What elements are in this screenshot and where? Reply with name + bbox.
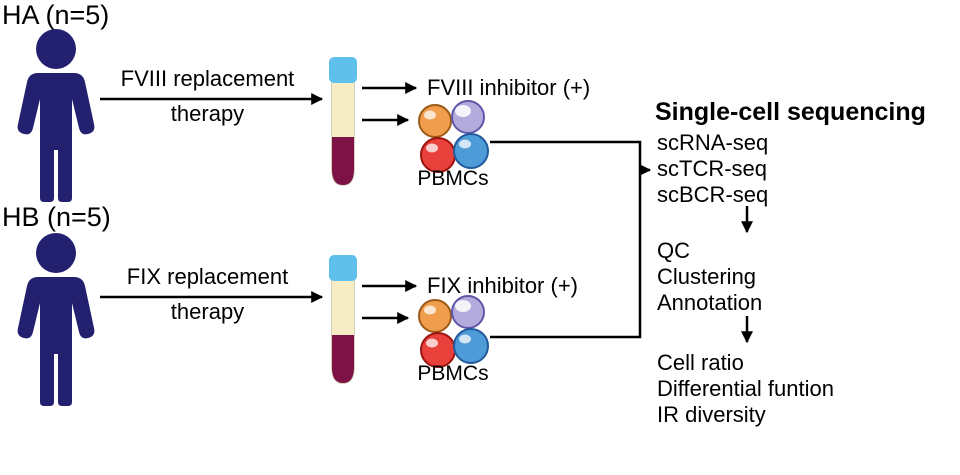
pipeline-step-qc: QC [657,238,690,263]
arrow-layer [100,82,753,344]
pbmc-cell-blue [453,328,489,364]
hb-therapy-label-line2: therapy [170,299,245,324]
cell-highlight [459,139,471,149]
hb-therapy-label-line1: FIX replacement [126,264,289,289]
pbmc-cell-blue [453,133,489,169]
tube-cap [329,255,357,281]
pbmc-cells-ha-icon [418,100,489,173]
pipeline-step-differential-function: Differential funtion [657,376,834,401]
pbmc-cell-orange [418,299,452,333]
pipeline-step-scbcr-seq: scBCR-seq [657,182,769,207]
cell-highlight [426,143,438,153]
pipeline-step-sctcr-seq: scTCR-seq [657,156,768,181]
cell-highlight [455,105,471,117]
tube-plasma-layer [332,81,354,137]
tube-cap [329,57,357,83]
pipeline-step-clustering: Clustering [657,264,757,289]
patient-ha-icon [17,29,95,202]
cell-highlight [424,305,436,315]
tube-blood-layer [332,335,354,383]
group-ha-label: HA (n=5) [2,0,110,30]
pipeline-step-scrna-seq: scRNA-seq [657,130,769,155]
fviii-inhibitor-label: FVIII inhibitor (+) [427,75,591,100]
cell-highlight [424,110,436,120]
pipeline-step-cell-ratio: Cell ratio [657,350,744,375]
ha-therapy-label-line1: FVIII replacement [120,66,295,91]
pbmc-cells-hb-icon [418,295,489,368]
pipeline-step-annotation: Annotation [657,290,763,315]
fix-inhibitor-label: FIX inhibitor (+) [427,273,578,298]
blood-tube-ha-icon [329,57,357,186]
patient-hb-icon [17,233,95,406]
pbmcs-label-hb: PBMCs [417,362,489,385]
cell-highlight [459,334,471,344]
pbmc-cell-purple [451,295,485,329]
connector-pbmcs-to-pipeline [490,140,642,339]
cell-highlight [426,338,438,348]
ha-therapy-label-line2: therapy [170,101,245,126]
pbmc-cell-purple [451,100,485,134]
cell-highlight [455,300,471,312]
pbmc-cell-orange [418,104,452,138]
pbmcs-label-ha: PBMCs [417,167,489,190]
tube-plasma-layer [332,279,354,335]
tube-blood-layer [332,137,354,185]
blood-tube-hb-icon [329,255,357,384]
pipeline-title: Single-cell sequencing [655,98,926,126]
pipeline-step-ir-diversity: IR diversity [657,402,766,427]
group-hb-label: HB (n=5) [2,202,111,232]
